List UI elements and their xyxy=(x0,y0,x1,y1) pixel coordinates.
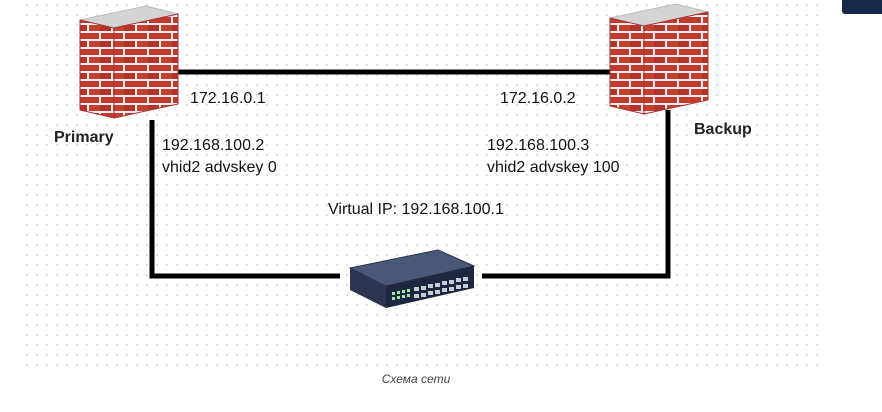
primary-lan-link xyxy=(149,120,340,279)
figure-caption: Схема сети xyxy=(381,372,451,386)
backup-carp-config: vhid2 advskey 100 xyxy=(487,159,620,176)
corner-badge xyxy=(842,0,882,14)
firewall-icon xyxy=(79,5,179,119)
primary-node-label: Primary xyxy=(54,129,114,146)
primary-lan-ip: 192.168.100.2 xyxy=(162,137,265,154)
network-switch-icon xyxy=(348,249,476,308)
backup-lan-link xyxy=(482,110,671,279)
backup-lan-ip: 192.168.100.3 xyxy=(487,137,590,154)
primary-carp-config: vhid2 advskey 0 xyxy=(162,159,277,176)
virtual-ip-label: Virtual IP: 192.168.100.1 xyxy=(328,201,504,218)
firewall-icon xyxy=(609,3,709,115)
backup-node-label: Backup xyxy=(694,121,752,138)
primary-sync-ip: 172.16.0.1 xyxy=(190,90,266,107)
backup-sync-ip: 172.16.0.2 xyxy=(500,90,576,107)
